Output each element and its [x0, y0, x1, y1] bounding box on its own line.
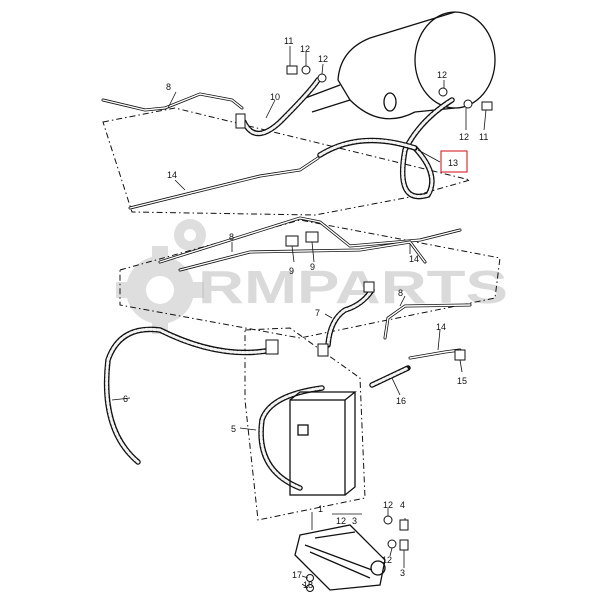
callout-7: 7 [315, 308, 320, 318]
clamp-9-left [285, 235, 299, 247]
oil-cooler [289, 391, 357, 496]
callout-18: 18 [303, 580, 313, 590]
callout-12-cooler: 12 [336, 516, 346, 526]
lower-plane-outline [244, 327, 366, 521]
callout-8-middle: 8 [229, 232, 234, 242]
pipe-8-top [101, 92, 244, 112]
middle-plane-outline [119, 219, 501, 339]
hose-7-fitting [317, 343, 329, 357]
thermostat-housing [294, 524, 386, 591]
callout-14-lower: 14 [409, 254, 419, 264]
callout-8-top: 8 [166, 82, 171, 92]
callout-16: 16 [396, 396, 406, 406]
callout-14-right: 14 [436, 322, 446, 332]
callout-15: 15 [457, 376, 467, 386]
callout-6: 6 [123, 394, 128, 404]
callout-1: 1 [318, 504, 323, 514]
callout-11-left: 11 [284, 36, 293, 46]
callout-14-upper: 14 [167, 170, 177, 180]
hardware-bolts [286, 65, 493, 592]
callout-9-left: 9 [289, 266, 294, 276]
hose-10 [241, 77, 321, 137]
callout-3-cooler: 3 [352, 516, 357, 526]
callout-11-right: 11 [479, 132, 488, 142]
callout-12-right2: 12 [459, 132, 469, 142]
callout-10: 10 [270, 92, 280, 102]
hose-6 [103, 326, 275, 465]
upper-plane-outline [102, 107, 472, 216]
callout-12-left: 12 [300, 44, 310, 54]
callout-12-bottom: 12 [383, 500, 393, 510]
callout-8-right: 8 [398, 288, 403, 298]
hose-5 [258, 385, 325, 491]
hose-6-fitting [265, 339, 279, 355]
callout-12-right: 12 [437, 70, 447, 80]
callout-12-left2: 12 [318, 54, 328, 64]
hose-10-fitting [235, 113, 246, 129]
callout-13: 13 [448, 158, 458, 168]
callout-17: 17 [292, 570, 302, 580]
callout-3-bottom: 3 [400, 568, 405, 578]
callout-9-right: 9 [310, 262, 315, 272]
callout-12-bottom2: 12 [382, 555, 392, 565]
callout-13-highlight [440, 150, 468, 173]
clamp-9-right [305, 231, 319, 243]
leader-lines [111, 46, 487, 589]
watermark-gear-icon [116, 219, 206, 334]
callout-4: 4 [400, 500, 405, 510]
callout-5: 5 [231, 424, 236, 434]
oil-tank [299, 11, 496, 120]
